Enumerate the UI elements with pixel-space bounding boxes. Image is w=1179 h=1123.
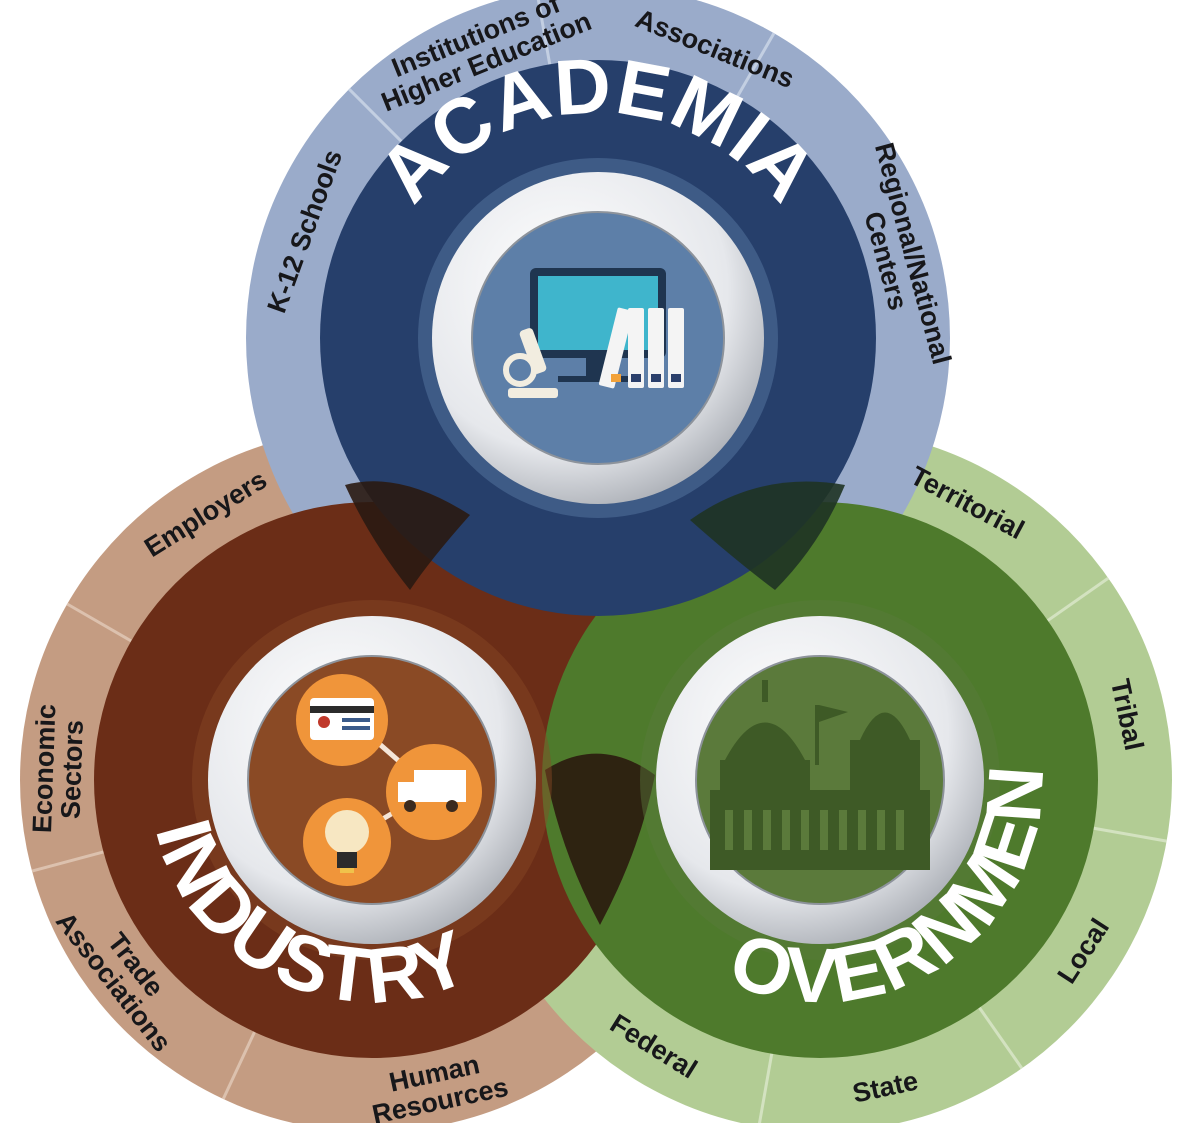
government-segment-divider	[1093, 826, 1167, 843]
overlap-academia-government	[690, 481, 845, 590]
government-segment-divider	[1046, 576, 1110, 622]
industry-hub	[192, 600, 552, 960]
computer-microscope-binders-icon	[503, 268, 684, 398]
academia-segment-divider	[735, 32, 776, 98]
inner-circles	[192, 158, 1000, 960]
card-truck-lightbulb-icon	[296, 674, 482, 886]
overlap-academia-industry	[345, 481, 470, 590]
industry-segment-divider	[66, 602, 132, 643]
government-segment-divider	[757, 1053, 774, 1123]
overlap-industry-government	[545, 753, 655, 925]
government-segment-divider	[978, 1006, 1024, 1070]
academia-segment-divider	[536, 0, 552, 65]
academia-segment-divider	[348, 88, 403, 143]
industry-segment-text: Sectors	[55, 719, 88, 819]
overlap-shadows	[345, 481, 845, 925]
industry-segment-divider	[221, 1031, 256, 1100]
government-hub	[640, 600, 1000, 960]
capitol-building-icon	[710, 680, 930, 870]
industry-segment-divider	[31, 850, 104, 873]
academia-hub	[418, 158, 778, 518]
industry-segment-text: Economic	[27, 704, 61, 834]
